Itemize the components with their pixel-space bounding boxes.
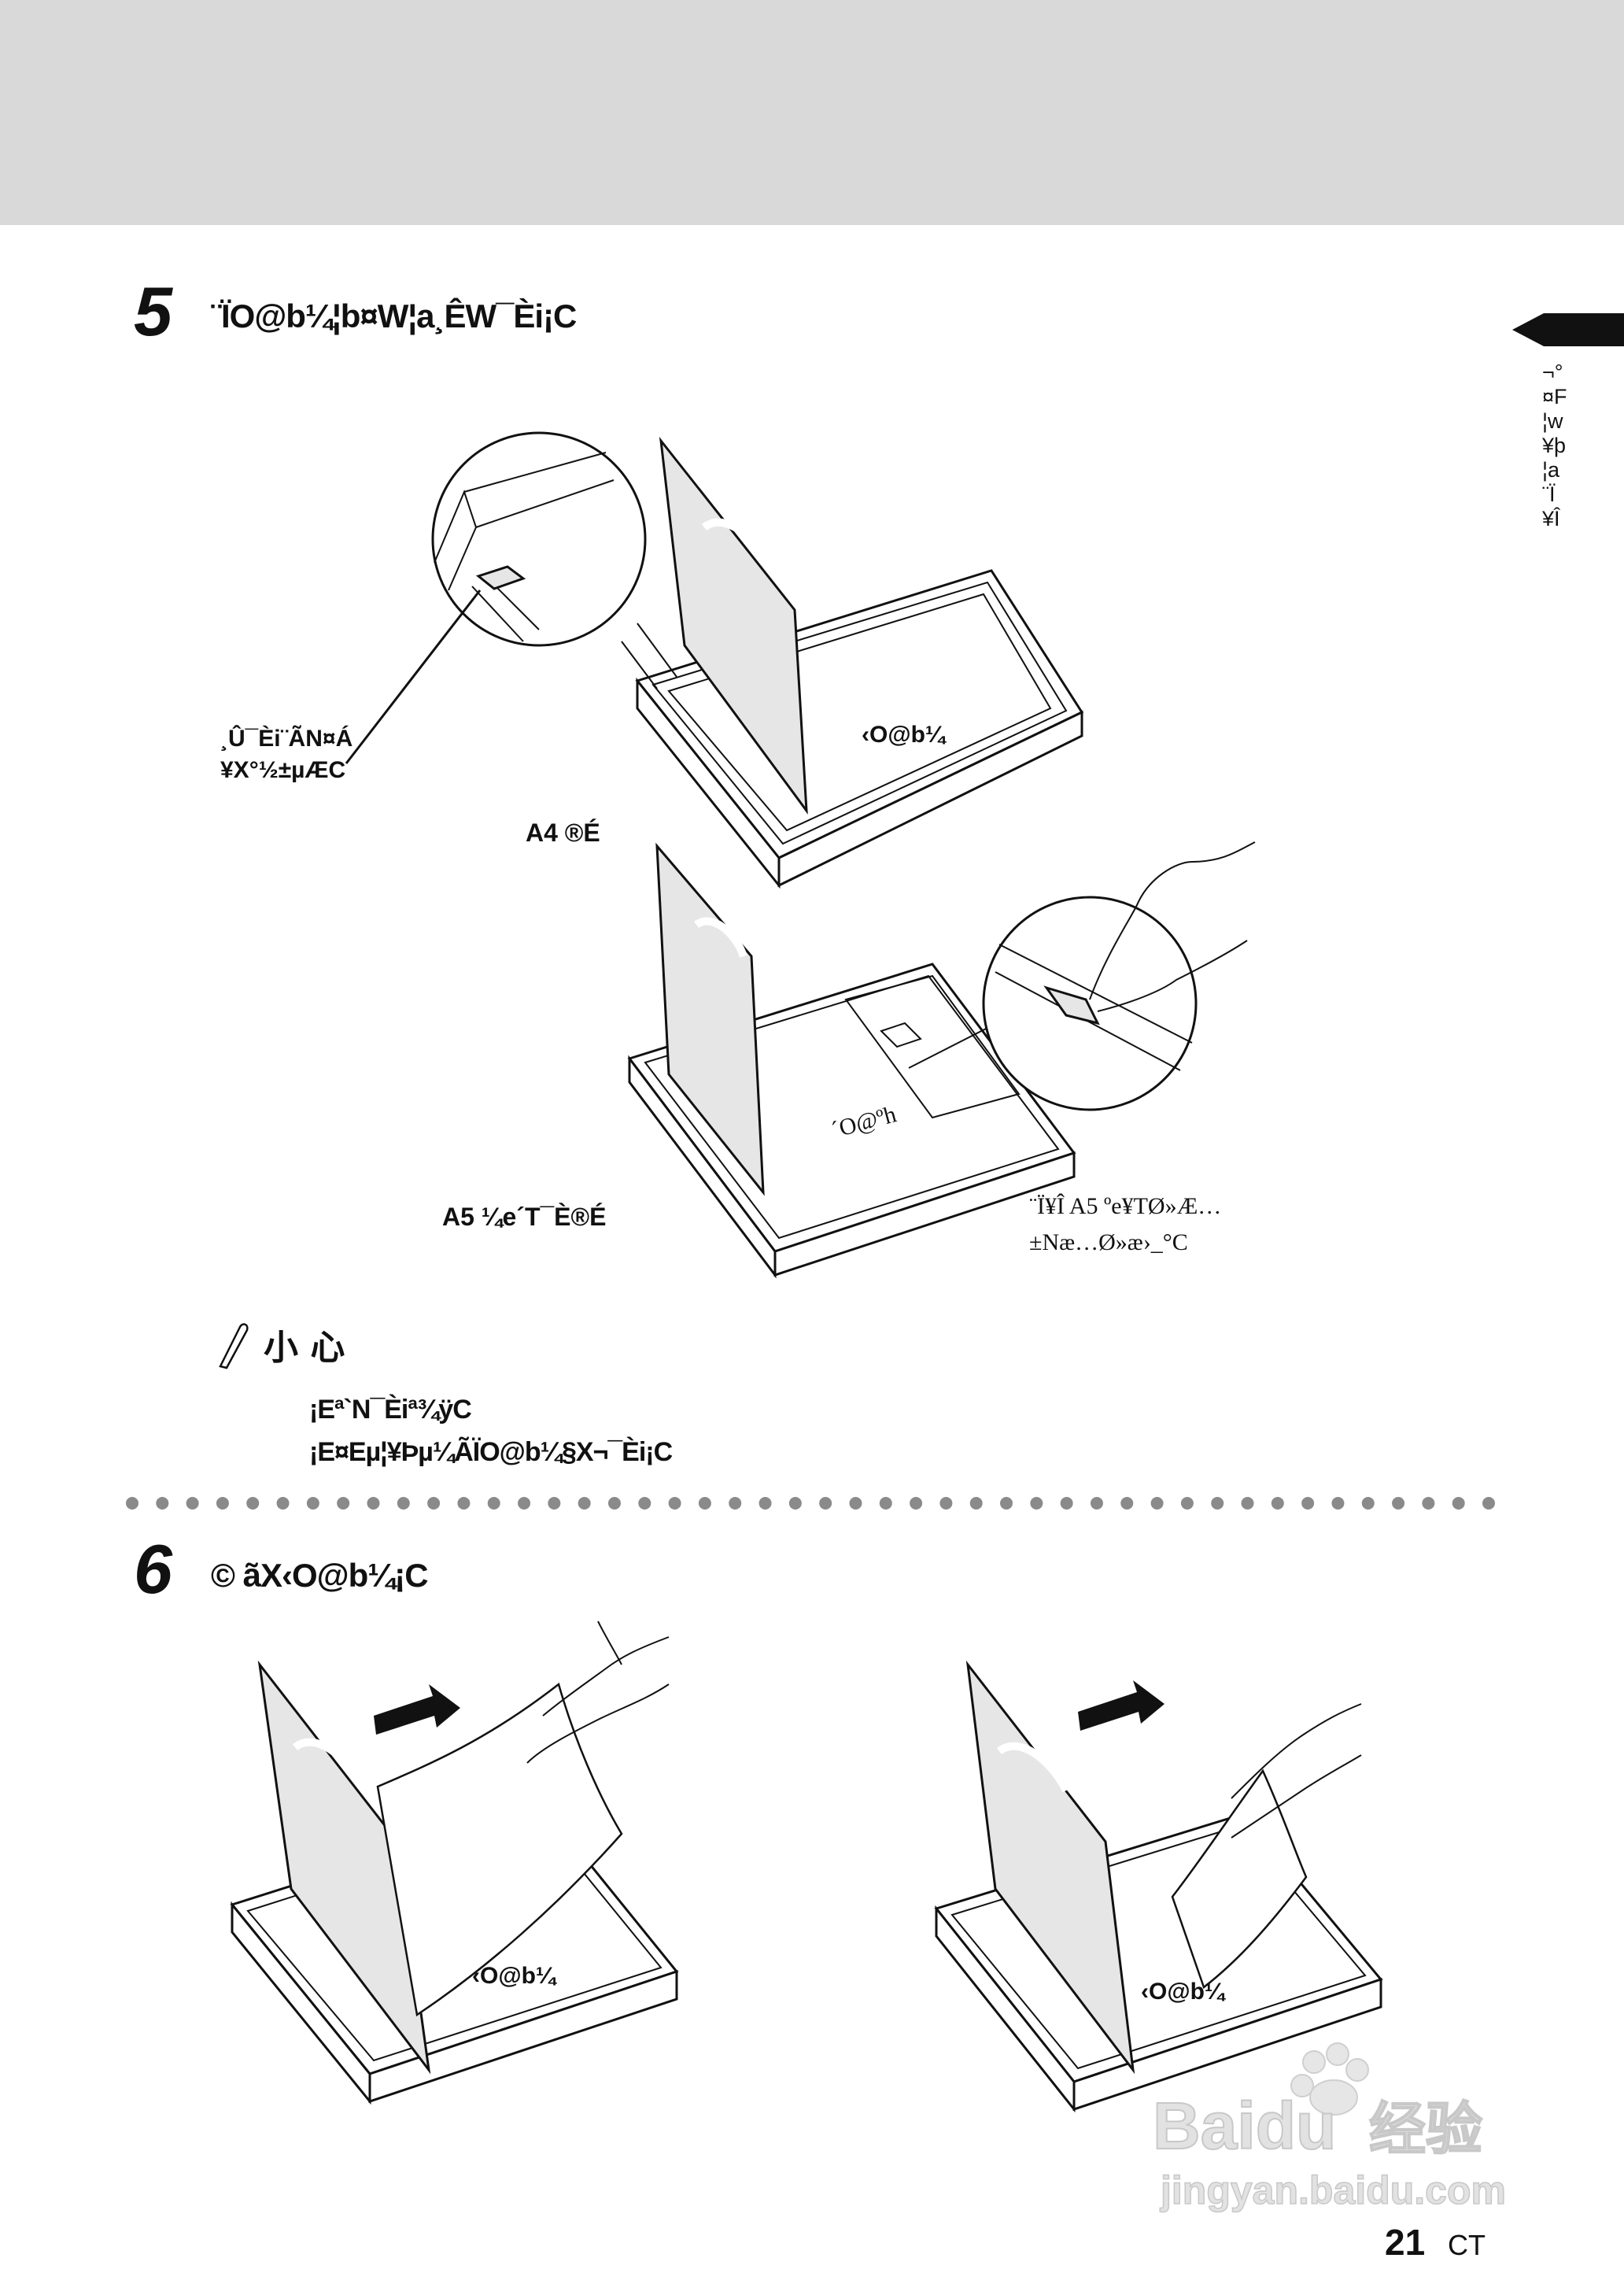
side-tab-char: ¦a — [1542, 458, 1560, 482]
separator-dot — [910, 1497, 923, 1510]
page-number: 21 — [1385, 2222, 1426, 2263]
separator-dot — [698, 1497, 711, 1510]
separator-dot — [1452, 1497, 1465, 1510]
page-suffix: CT — [1448, 2229, 1486, 2261]
side-tab-text: ¬° ¤F ¦w ¥þ ¦a ¨Ï ¥Î — [1542, 360, 1574, 531]
side-tab-char: ¤F — [1542, 385, 1567, 408]
separator-dot — [216, 1497, 229, 1510]
caution-pencil-icon — [219, 1323, 249, 1369]
separator-dot — [246, 1497, 260, 1510]
figure-a5-tray — [627, 841, 1256, 1279]
separator-dot — [487, 1497, 500, 1510]
figure-insert-a5 — [934, 1660, 1383, 2113]
dotted-separator — [126, 1497, 1495, 1510]
separator-dot — [1361, 1497, 1375, 1510]
step-6-instruction: © ãX‹O@b¼¡C — [211, 1557, 429, 1594]
separator-dot — [1241, 1497, 1254, 1510]
step-5-number: 5 — [134, 272, 172, 350]
separator-dot — [638, 1497, 651, 1510]
separator-dot — [548, 1497, 561, 1510]
baidu-watermark-logo: Baidu 经验 jingyan.baidu.com — [1152, 2042, 1507, 2213]
step-5-instruction: ¨ÏO@b¼¦b¤W¦a¸ÊW¯Èi¡C — [211, 298, 577, 334]
separator-dot — [969, 1497, 983, 1510]
a5-note-line-1: ¨Ï¥Î A5 ºe¥TØ»Æ… — [1029, 1193, 1222, 1219]
separator-dot — [306, 1497, 319, 1510]
callout-line-1: ¸Û¯Èi¨ÃN¤Á — [220, 726, 353, 752]
separator-dot — [819, 1497, 832, 1510]
a4-tray-label: ‹O@b¼ — [862, 722, 947, 748]
watermark-url: jingyan.baidu.com — [1160, 2168, 1506, 2212]
figure-insert-a4 — [230, 1621, 679, 2105]
figure-4-tray-label-box: ‹O@b¼ — [1141, 1979, 1227, 2005]
separator-dot — [518, 1497, 531, 1510]
separator-dot — [1331, 1497, 1345, 1510]
separator-dot — [879, 1497, 892, 1510]
figure-4-tray-label: ‹O@b¼ — [1141, 1979, 1227, 2005]
figure-a4-tray — [345, 431, 1084, 889]
separator-dot — [578, 1497, 591, 1510]
separator-dot — [849, 1497, 862, 1510]
separator-dot — [939, 1497, 953, 1510]
figure-a4-tray-label-box: ‹O@b¼ — [862, 722, 947, 748]
separator-dot — [1211, 1497, 1224, 1510]
step-6-number: 6 — [134, 1530, 172, 1608]
separator-dot — [1482, 1497, 1495, 1510]
a4-caption: A4 ®É — [526, 819, 600, 847]
side-tab-char: ¥þ — [1542, 434, 1567, 457]
side-tab-char: ¦w — [1542, 409, 1563, 433]
separator-dot — [1271, 1497, 1284, 1510]
caution-line-1: ¡Eª`N¯Èiª¾ÿC — [309, 1395, 472, 1425]
separator-dot — [1422, 1497, 1435, 1510]
separator-dot — [1301, 1497, 1315, 1510]
separator-dot — [1180, 1497, 1194, 1510]
header-band — [0, 0, 1624, 225]
separator-dot — [1392, 1497, 1405, 1510]
watermark-brand: Baidu — [1153, 2089, 1336, 2163]
figure-3-tray-label: ‹O@b¼ — [472, 1963, 558, 1989]
separator-dot — [1060, 1497, 1073, 1510]
figure-a5-tray-label-box: ´O@ºh — [829, 1101, 899, 1144]
separator-dot — [1090, 1497, 1103, 1510]
separator-dot — [788, 1497, 802, 1510]
separator-dot — [276, 1497, 290, 1510]
separator-dot — [1120, 1497, 1134, 1510]
separator-dot — [1150, 1497, 1164, 1510]
side-tab-char: ¬° — [1542, 360, 1563, 384]
separator-dot — [668, 1497, 681, 1510]
separator-dot — [607, 1497, 621, 1510]
separator-dot — [156, 1497, 169, 1510]
separator-dot — [126, 1497, 138, 1510]
side-tab-marker — [1512, 313, 1624, 346]
caution-line-2: ¡E¤Eµ¦¥Þµ¼ÃÏO@b¼§X¬¯Èi¡C — [309, 1437, 673, 1467]
separator-dot — [337, 1497, 350, 1510]
separator-dot — [758, 1497, 772, 1510]
separator-dot — [427, 1497, 441, 1510]
a5-caption: A5 ¼e´T¯È®É — [442, 1203, 607, 1231]
a5-note-line-2: ±Næ…Ø»æ›_°C — [1029, 1229, 1188, 1255]
watermark-brand-cn: 经验 — [1369, 2096, 1482, 2162]
separator-dot — [186, 1497, 199, 1510]
caution-title: 小 心 — [264, 1328, 345, 1368]
side-tab-char: ¥Î — [1542, 507, 1560, 530]
callout-line-2: ¥X°½±µÆC — [220, 757, 346, 783]
figure-3-tray-label-box: ‹O@b¼ — [472, 1963, 558, 1989]
separator-dot — [1030, 1497, 1043, 1510]
separator-dot — [397, 1497, 410, 1510]
separator-dot — [1000, 1497, 1013, 1510]
separator-dot — [729, 1497, 742, 1510]
separator-dot — [367, 1497, 380, 1510]
side-tab-char: ¨Ï — [1542, 482, 1556, 506]
separator-dot — [457, 1497, 471, 1510]
